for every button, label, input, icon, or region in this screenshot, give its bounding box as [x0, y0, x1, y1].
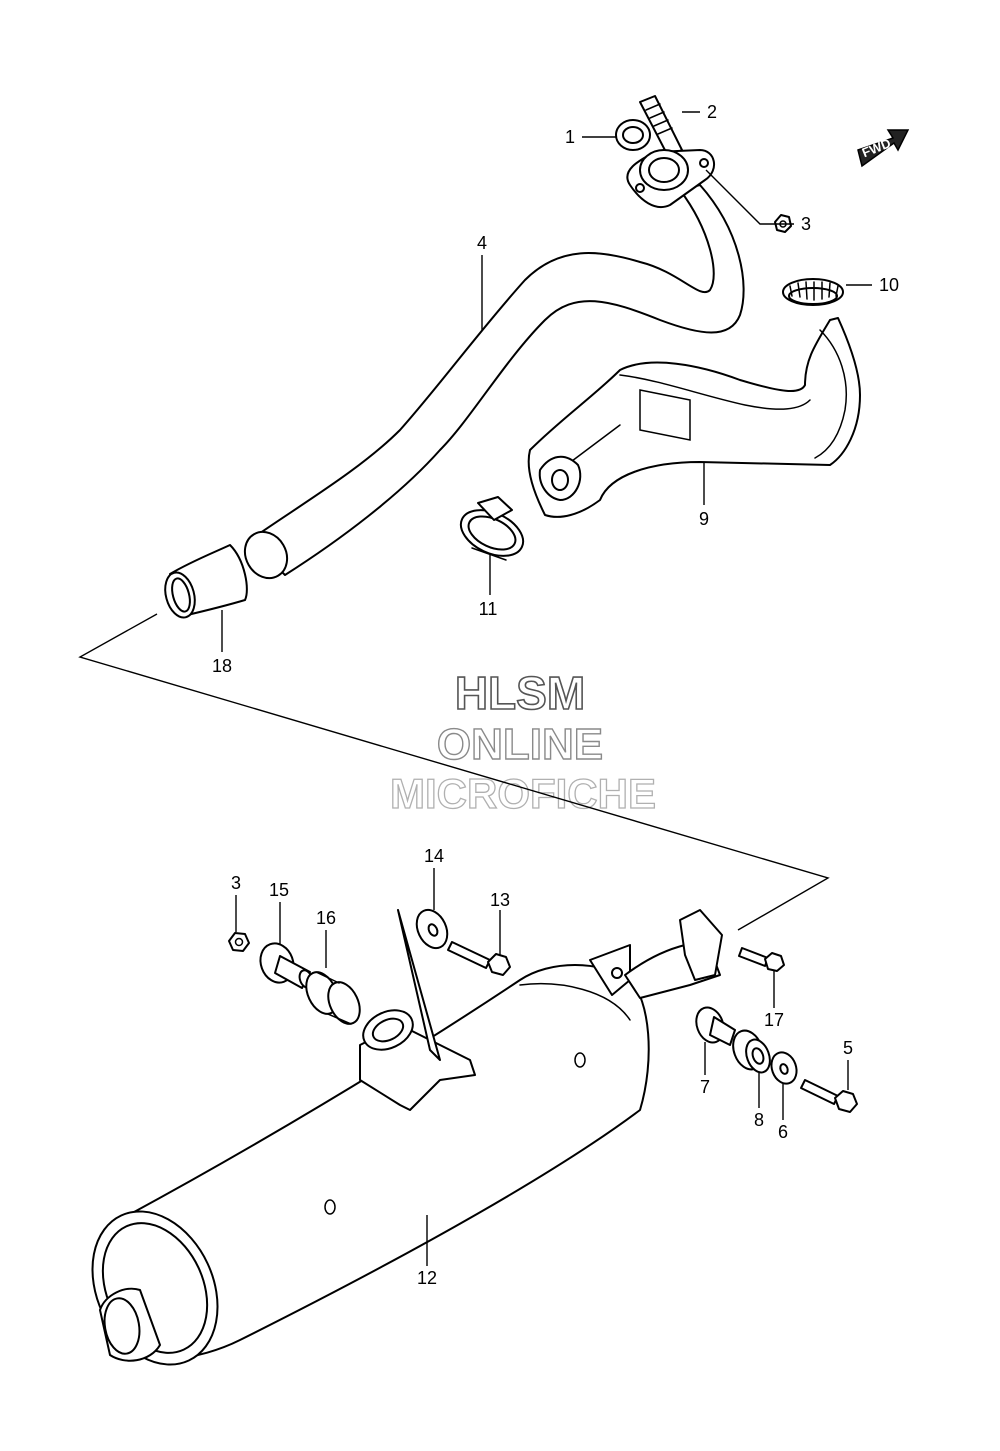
callout-8: 8 — [754, 1110, 764, 1130]
collar-part-7 — [695, 1006, 736, 1046]
muffler-inlet-pipe — [589, 909, 723, 999]
callout-2: 2 — [707, 102, 717, 122]
fwd-direction-badge: FWD — [857, 129, 910, 168]
callout-3-upper: 3 — [801, 214, 811, 234]
watermark-line-3: MICROFICHE — [390, 770, 656, 817]
callout-3-lower: 3 — [231, 873, 241, 893]
pipe-flange — [626, 149, 715, 208]
callout-17: 17 — [764, 1010, 784, 1030]
forward-arrow-icon — [857, 129, 910, 168]
sleeve-part-18 — [164, 544, 248, 619]
callout-16: 16 — [316, 908, 336, 928]
assembly-boundary-lines — [78, 613, 830, 931]
clamp-part-10 — [782, 278, 844, 306]
grommet-part-16 — [305, 971, 361, 1025]
bolt-part-5 — [800, 1079, 858, 1113]
heat-shield-part-9 — [527, 317, 861, 518]
callout-5: 5 — [843, 1038, 853, 1058]
muffler-bracket — [359, 909, 476, 1111]
bolt-part-13 — [447, 941, 511, 976]
callout-13: 13 — [490, 890, 510, 910]
collar-part-15 — [259, 942, 314, 989]
callout-10: 10 — [879, 275, 899, 295]
exhaust-pipe-part-4 — [243, 184, 745, 580]
callout-11: 11 — [479, 599, 498, 619]
callout-4: 4 — [477, 233, 487, 253]
watermark-line-1: HLSM — [455, 667, 585, 719]
watermark: HLSM ONLINE MICROFICHE — [389, 666, 656, 817]
callout-1: 1 — [565, 127, 575, 147]
callout-6: 6 — [778, 1122, 788, 1142]
callout-12: 12 — [417, 1268, 437, 1288]
muffler-part-12 — [91, 964, 650, 1366]
washer-part-14 — [415, 908, 449, 950]
callout-15: 15 — [269, 880, 289, 900]
watermark-line-2: ONLINE — [437, 720, 603, 769]
washer-part-6 — [770, 1051, 798, 1085]
callout-7: 7 — [700, 1077, 710, 1097]
bolt-part-17 — [738, 947, 785, 972]
callout-14: 14 — [424, 846, 444, 866]
callout-labels: 1 2 3 4 10 9 11 18 3 15 16 14 13 17 5 7 … — [212, 102, 899, 1288]
gasket-ring-part-1 — [615, 119, 651, 151]
grommet-part-8 — [732, 1029, 771, 1074]
nut-part-3-lower — [228, 932, 250, 952]
callout-18: 18 — [212, 656, 232, 676]
leader-lines — [221, 111, 872, 1266]
callout-9: 9 — [699, 509, 709, 529]
hose-clamp-part-11 — [459, 496, 525, 561]
